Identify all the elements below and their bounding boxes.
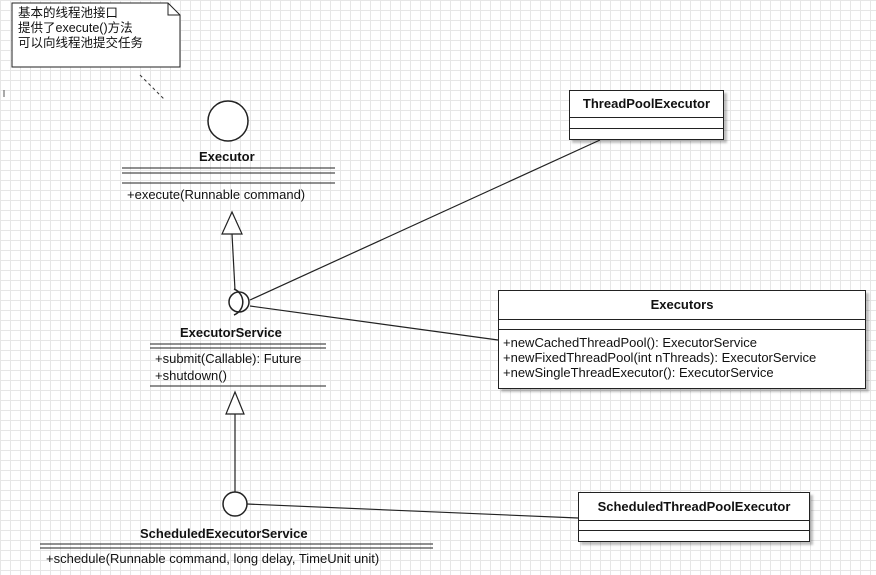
executors-name: Executors <box>650 297 714 312</box>
note-anchor-line <box>139 74 166 101</box>
note-line-3: 可以向线程池提交任务 <box>18 36 144 50</box>
scheduledexecutorservice-method-schedule: +schedule(Runnable command, long delay, … <box>46 551 380 566</box>
executors-class-box[interactable]: Executors +newCachedThreadPool(): Execut… <box>498 290 866 389</box>
inheritance-line-executorservice-to-executor <box>231 233 236 291</box>
executors-method-fixed: +newFixedThreadPool(int nThreads): Execu… <box>503 350 817 365</box>
executorservice-name[interactable]: ExecutorService <box>180 325 282 340</box>
association-executors-to-executorservice <box>249 305 499 341</box>
inheritance-arrowhead-executor <box>221 210 243 235</box>
threadpoolexecutor-name: ThreadPoolExecutor <box>582 96 711 111</box>
executors-method-single: +newSingleThreadExecutor(): ExecutorServ… <box>503 365 774 380</box>
threadpoolexecutor-attributes-divider <box>570 117 723 118</box>
executorservice-method-submit: +submit(Callable): Future <box>155 351 302 366</box>
association-scheduledthreadpoolexecutor-to-scheduledexecutorservice <box>246 503 579 519</box>
threadpoolexecutor-class-box[interactable]: ThreadPoolExecutor <box>569 90 724 140</box>
executorservice-interface-circle[interactable] <box>228 291 250 313</box>
executors-attributes-divider <box>499 319 865 320</box>
executor-name[interactable]: Executor <box>199 149 255 164</box>
executors-methods-divider <box>499 329 865 330</box>
scheduledexecutorservice-name[interactable]: ScheduledExecutorService <box>140 526 308 541</box>
inheritance-arrowhead-executorservice <box>225 390 245 415</box>
note-text: 基本的线程池接口 提供了execute()方法 可以向线程池提交任务 <box>12 3 178 67</box>
scheduledexecutorservice-interface-circle[interactable] <box>222 491 248 517</box>
note-shape[interactable] <box>11 2 181 68</box>
executorservice-socket-arc <box>233 288 244 316</box>
scheduledthreadpoolexecutor-methods-divider <box>579 530 809 531</box>
executor-interface-circle[interactable] <box>207 100 249 142</box>
executor-method-execute: +execute(Runnable command) <box>127 187 306 202</box>
executors-method-list: +newCachedThreadPool(): ExecutorService … <box>503 335 816 380</box>
note-line-2: 提供了execute()方法 <box>18 21 133 35</box>
threadpoolexecutor-methods-divider <box>570 128 723 129</box>
scheduledthreadpoolexecutor-attributes-divider <box>579 520 809 521</box>
scheduledthreadpoolexecutor-name: ScheduledThreadPoolExecutor <box>597 499 791 514</box>
scheduledthreadpoolexecutor-class-box[interactable]: ScheduledThreadPoolExecutor <box>578 492 810 542</box>
executors-method-cached: +newCachedThreadPool(): ExecutorService <box>503 335 757 350</box>
note-line-1: 基本的线程池接口 <box>18 6 119 20</box>
association-threadpoolexecutor-to-executorservice <box>249 139 601 301</box>
executorservice-method-shutdown: +shutdown() <box>155 368 227 383</box>
